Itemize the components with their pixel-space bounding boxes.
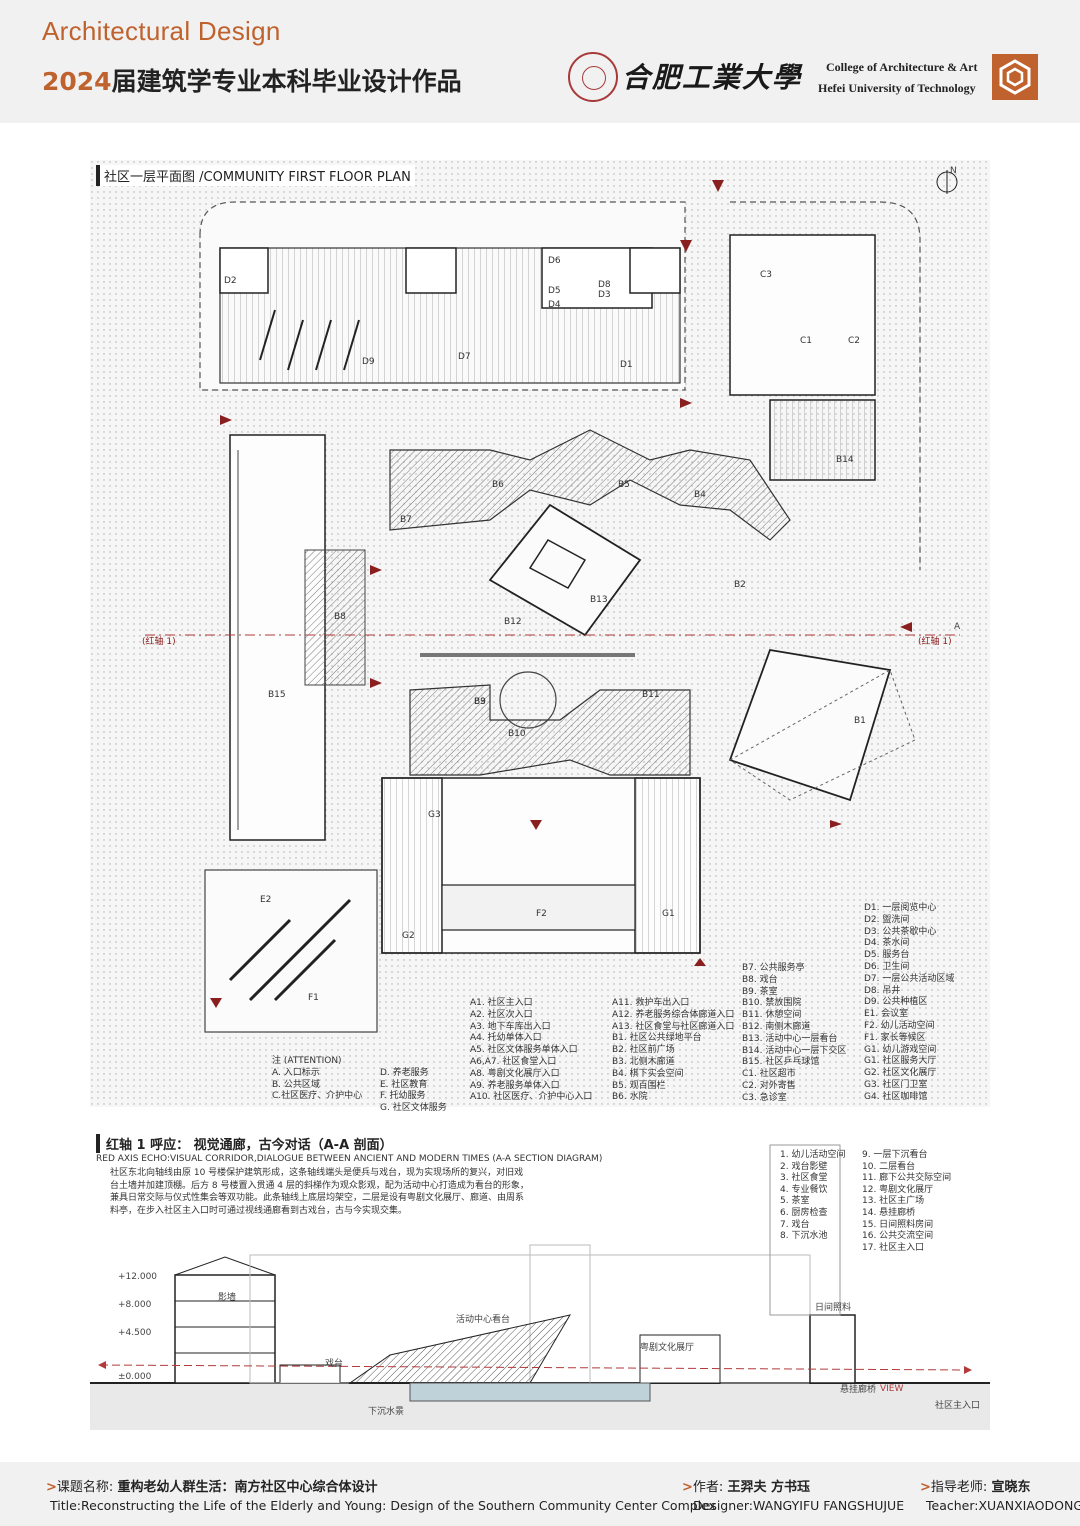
floor-plan-drawing <box>90 160 990 1107</box>
level-mark: +4.500 <box>118 1328 152 1338</box>
level-mark: +8.000 <box>118 1300 152 1310</box>
floor-plan-sheet <box>90 160 990 1107</box>
room-label: B5 <box>618 480 630 490</box>
university-name-cn: 合肥工業大學 <box>622 61 803 94</box>
room-label: D5 <box>548 286 561 296</box>
room-label: D8 <box>598 280 611 290</box>
room-label: B4 <box>694 490 706 500</box>
room-label: G3 <box>428 810 441 820</box>
attention-legend: 注 (ATTENTION) A. 入口标示 B. 公共区域 C.社区医疗、介护中… <box>272 1056 363 1102</box>
section-panel <box>90 1125 990 1430</box>
section-subtitle: RED AXIS ECHO:VISUAL CORRIDOR,DIALOGUE B… <box>96 1154 603 1164</box>
room-label: G2 <box>402 931 415 941</box>
title-en: Architectural Design <box>42 16 281 46</box>
room-label: B11 <box>642 690 660 700</box>
room-label: F2 <box>536 909 547 919</box>
section-label-entrance: 社区主入口 <box>935 1401 981 1411</box>
room-label: D2 <box>224 276 237 286</box>
title-year: 2024 <box>42 67 112 96</box>
room-label: E2 <box>260 895 272 905</box>
topic-en: Title:Reconstructing the Life of the Eld… <box>50 1498 717 1513</box>
section-label-bridge: 悬挂廊桥 <box>840 1385 877 1395</box>
topic-line: >课题名称: 重构老幼人群生活：南方社区中心综合体设计 <box>46 1480 378 1495</box>
section-title: 红轴 1 呼应： 视觉通廊，古今对话（A-A 剖面） <box>96 1134 393 1153</box>
section-label-view: VIEW <box>880 1384 904 1394</box>
room-label: B8 <box>334 612 346 622</box>
arrow-icon: > <box>46 1480 57 1495</box>
room-label: B14 <box>836 455 854 465</box>
room-label: D3 <box>598 290 611 300</box>
section-label-daycare: 日间照料 <box>815 1303 852 1313</box>
footer-band: >课题名称: 重构老幼人群生活：南方社区中心综合体设计 Title:Recons… <box>0 1462 1080 1526</box>
teacher-line: >指导老师: 宣晓东 <box>920 1480 1031 1495</box>
section-description: 社区东北向轴线由原 10 号楼保护建筑形成，这条轴线端头是便兵与戏台，现为实现场… <box>110 1168 529 1216</box>
college-logo-icon <box>992 54 1038 100</box>
room-label: B7 <box>400 515 412 525</box>
attention-legend-2: D. 养老服务 E. 社区教育 F. 托幼服务 G. 社区文体服务 <box>380 1067 447 1114</box>
room-label: F1 <box>308 993 319 1003</box>
university-seal-icon <box>568 52 618 102</box>
section-label-stand: 活动中心看台 <box>456 1315 511 1325</box>
university-name-en: Hefei University of Technology <box>818 81 976 95</box>
room-label: B12 <box>504 617 522 627</box>
room-label: B1 <box>854 716 866 726</box>
room-label: B10 <box>508 729 526 739</box>
axis-end-label: A <box>954 622 961 632</box>
north-label: N <box>950 166 957 176</box>
section-label-sunken: 下沉水景 <box>368 1407 405 1417</box>
room-label: C2 <box>848 336 861 346</box>
teacher-text: 宣晓东 <box>991 1480 1031 1495</box>
room-label: C1 <box>800 336 813 346</box>
room-label: B13 <box>590 595 608 605</box>
room-label: C3 <box>760 270 773 280</box>
author-line: >作者: 王羿夫 方书珏 <box>682 1480 810 1495</box>
room-label: D6 <box>548 256 561 266</box>
room-label: B3 <box>474 697 486 707</box>
room-label: D7 <box>458 352 471 362</box>
axis-label-left: (红轴 1) <box>142 637 176 647</box>
topic-text: 重构老幼人群生活：南方社区中心综合体设计 <box>117 1480 378 1495</box>
room-label: D1 <box>620 360 633 370</box>
teacher-en: Teacher:XUANXIAODONG <box>926 1498 1080 1513</box>
title-cn-rest: 届建筑学专业本科毕业设计作品 <box>111 67 462 96</box>
room-label: D9 <box>362 357 375 367</box>
room-label: G1 <box>662 909 675 919</box>
arrow-icon: > <box>682 1480 693 1495</box>
room-label: B9 <box>474 697 486 707</box>
author-text: 王羿夫 方书珏 <box>727 1480 810 1495</box>
title-cn: 2024届建筑学专业本科毕业设计作品 <box>42 62 462 98</box>
room-label: B2 <box>734 580 746 590</box>
header-band: Architectural Design 2024届建筑学专业本科毕业设计作品 … <box>0 0 1080 123</box>
plan-title: 社区一层平面图 /COMMUNITY FIRST FLOOR PLAN <box>96 165 415 186</box>
college-name-en: College of Architecture & Art <box>826 60 978 74</box>
room-label: B6 <box>492 480 504 490</box>
section-label-opera-hall: 粤剧文化展厅 <box>640 1343 695 1353</box>
section-label-stage: 戏台 <box>325 1359 344 1369</box>
designer-en: Designer:WANGYIFU FANGSHUJUE <box>693 1498 905 1513</box>
room-label: D4 <box>548 300 561 310</box>
section-label-wall: 影墙 <box>218 1293 237 1303</box>
level-mark: +12.000 <box>118 1272 158 1282</box>
section-drawing <box>90 1144 990 1430</box>
axis-label: (红轴 1) <box>918 637 952 647</box>
arrow-icon: > <box>920 1480 931 1495</box>
level-mark: ±0.000 <box>118 1372 152 1382</box>
room-label: B15 <box>268 690 286 700</box>
